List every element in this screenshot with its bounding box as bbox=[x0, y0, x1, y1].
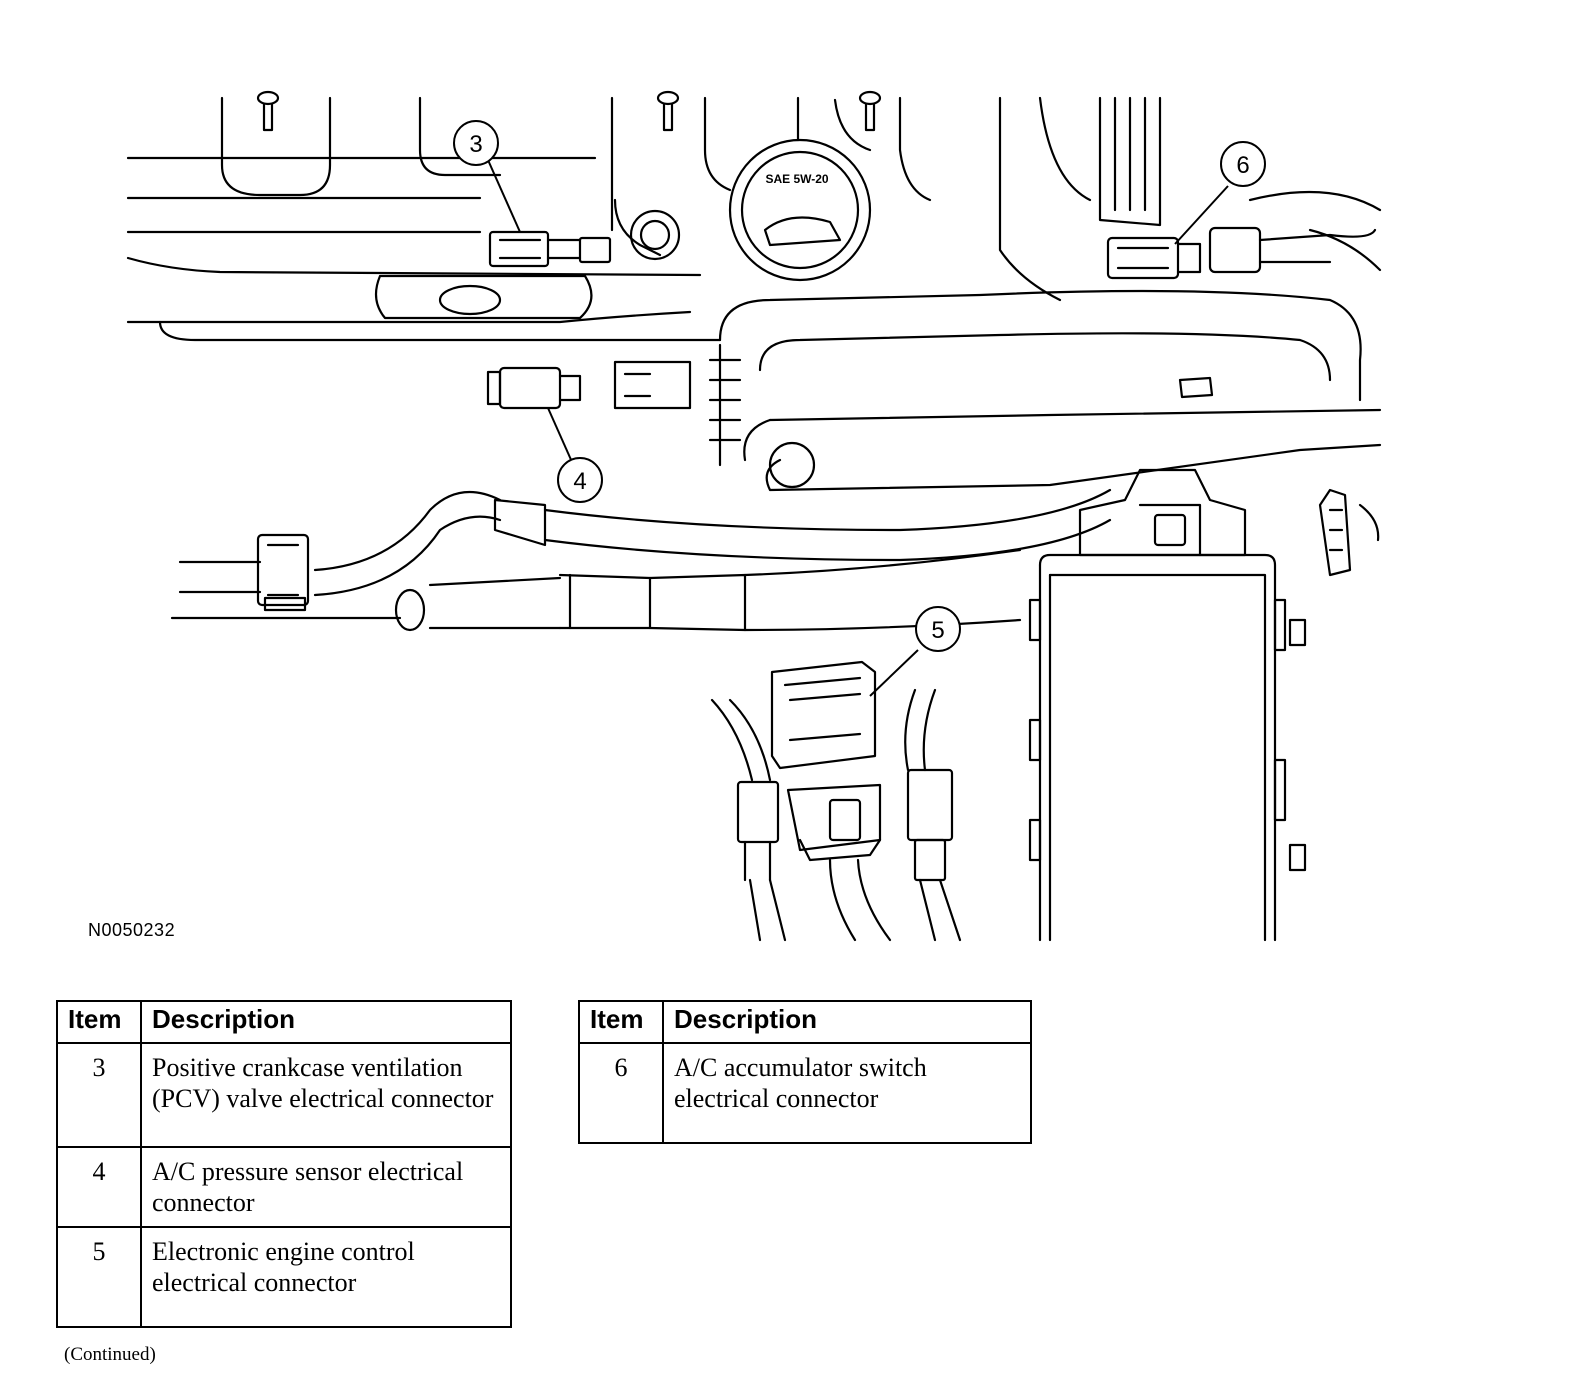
header-description: Description bbox=[662, 1000, 1032, 1044]
table-row: 4 A/C pressure sensor electrical connect… bbox=[56, 1146, 512, 1228]
table-row: 3 Positive crankcase ventilation (PCV) v… bbox=[56, 1042, 512, 1148]
header-item: Item bbox=[56, 1000, 142, 1044]
oil-cap-label: SAE 5W-20 bbox=[765, 172, 828, 186]
table-header-row: Item Description bbox=[578, 1000, 1032, 1044]
callout-3-label: 3 bbox=[469, 131, 482, 158]
callout-4: 4 bbox=[557, 457, 603, 503]
item-description: Electronic engine control electrical con… bbox=[140, 1226, 512, 1328]
figure-id: N0050232 bbox=[88, 920, 176, 940]
engine-connector-diagram: 3 4 5 6 SAE 5W-20 bbox=[126, 90, 1382, 942]
item-description: A/C accumulator switch electrical connec… bbox=[662, 1042, 1032, 1144]
item-number: 4 bbox=[56, 1146, 142, 1228]
table-row: 5 Electronic engine control electrical c… bbox=[56, 1226, 512, 1328]
callout-5: 5 bbox=[915, 606, 961, 652]
table-header-row: Item Description bbox=[56, 1000, 512, 1044]
header-item: Item bbox=[578, 1000, 664, 1044]
callout-5-label: 5 bbox=[931, 617, 944, 644]
legend-table-left: Item Description 3 Positive crankcase ve… bbox=[56, 1000, 512, 1328]
item-number: 5 bbox=[56, 1226, 142, 1328]
callout-6: 6 bbox=[1220, 141, 1266, 187]
header-description: Description bbox=[140, 1000, 512, 1044]
table-row: 6 A/C accumulator switch electrical conn… bbox=[578, 1042, 1032, 1144]
legend-table-right: Item Description 6 A/C accumulator switc… bbox=[578, 1000, 1032, 1144]
item-number: 3 bbox=[56, 1042, 142, 1148]
callout-4-label: 4 bbox=[573, 468, 586, 495]
callout-6-label: 6 bbox=[1236, 152, 1249, 179]
item-number: 6 bbox=[578, 1042, 664, 1144]
continued-note: (Continued) bbox=[64, 1344, 156, 1365]
item-description: Positive crankcase ventilation (PCV) val… bbox=[140, 1042, 512, 1148]
item-description: A/C pressure sensor electrical connector bbox=[140, 1146, 512, 1228]
callout-3: 3 bbox=[453, 120, 499, 166]
